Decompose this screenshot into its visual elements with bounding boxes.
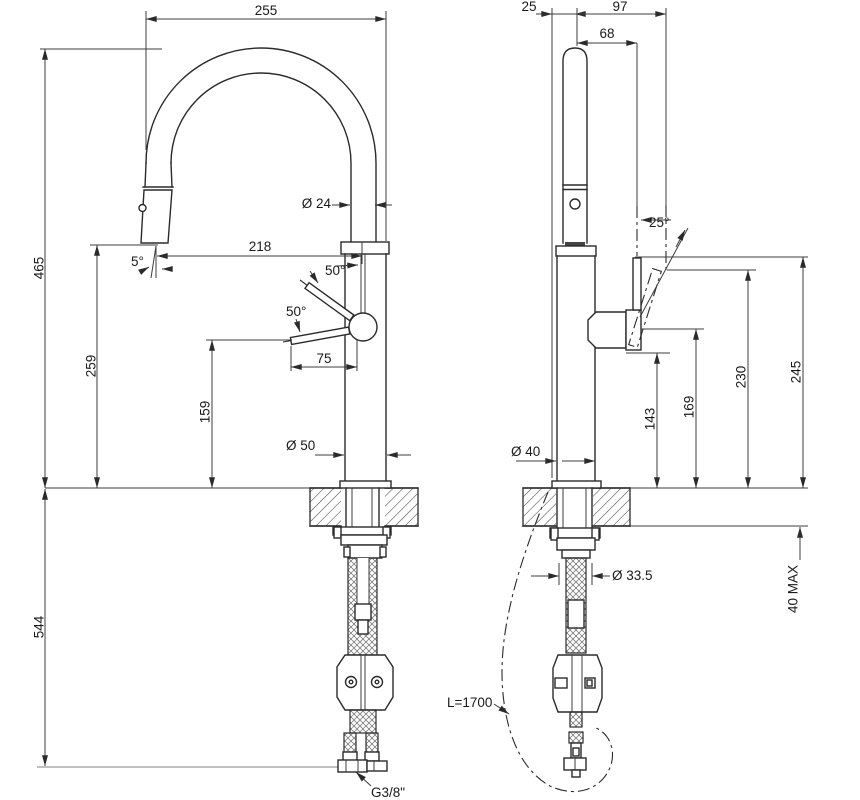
dim-body-diameter-side: Ø 40 xyxy=(511,444,595,464)
spout-outlet-height-label: 259 xyxy=(84,355,99,378)
spout-outline xyxy=(145,47,377,243)
lever-top-height-label: 245 xyxy=(789,361,804,384)
spray-head xyxy=(138,162,174,244)
lever-open-angle-label: 50° xyxy=(325,263,345,278)
spout-tube-diameter-label: Ø 24 xyxy=(302,196,332,211)
dim-lever-open-angle: 50° xyxy=(309,262,359,284)
dim-spout-tube-diameter: Ø 24 xyxy=(302,196,392,211)
dim-lever-tilted-top-height: 230 xyxy=(667,269,756,488)
side-counter xyxy=(522,487,808,527)
hose-weight-side xyxy=(552,654,603,713)
side-handle xyxy=(587,227,689,351)
mounting-hole-diameter-label: Ø 33.5 xyxy=(612,568,653,583)
dim-under-counter-depth: 544 xyxy=(32,489,340,768)
dim-lever-pivot-height: 169 xyxy=(641,328,704,488)
lever-positions xyxy=(282,279,378,346)
lever-length-label: 75 xyxy=(316,351,331,366)
lever-reach-label: 97 xyxy=(612,0,627,14)
dim-lever-down-height: 143 xyxy=(626,352,670,488)
dim-pullout-hose-length: L=1700 xyxy=(447,491,614,793)
body-diameter-front-label: Ø 50 xyxy=(286,438,315,453)
thread-size-label: G3/8" xyxy=(371,785,405,800)
faucet-body-front xyxy=(339,241,392,489)
faucet-body-side xyxy=(551,8,602,489)
aerator-angle-label: 5° xyxy=(131,254,144,269)
dim-height-above-counter: 465 xyxy=(32,48,162,488)
overall-width-label: 255 xyxy=(255,3,278,18)
side-spray-head xyxy=(562,47,588,246)
dim-aerator-angle: 5° xyxy=(131,245,173,279)
lever-tilted xyxy=(628,267,662,349)
lever-swing-angle-label: 50° xyxy=(286,304,306,319)
dim-thread-size: G3/8" xyxy=(355,771,405,800)
spout-reach-label: 218 xyxy=(249,239,272,254)
height-above-counter-label: 465 xyxy=(32,257,47,280)
dim-counter-thickness: 40 MAX xyxy=(786,527,803,613)
dim-mounting-hole-diameter: Ø 33.5 xyxy=(531,563,653,585)
pullout-hose-length-label: L=1700 xyxy=(447,695,492,710)
dim-spout-reach: 218 xyxy=(157,239,362,259)
under-counter-depth-label: 544 xyxy=(32,615,47,638)
front-view: 5° 50° 50° xyxy=(32,3,419,800)
lever-vertical xyxy=(632,257,642,311)
dim-spout-outlet-height: 259 xyxy=(84,244,158,488)
dim-lever-top-height: 245 xyxy=(635,256,808,488)
dim-lever-reach: 97 xyxy=(575,0,667,271)
lever-tilted-top-height-label: 230 xyxy=(734,366,749,389)
lever-down-height-label: 143 xyxy=(643,408,658,431)
dim-lever-offset: 68 xyxy=(577,26,638,256)
lever-tilt-angle-label: 25° xyxy=(649,215,669,230)
side-under-counter-parts xyxy=(549,487,603,778)
lever-pivot-height-label: 169 xyxy=(682,396,697,419)
spray-button-front xyxy=(569,198,581,210)
lever-ball xyxy=(348,312,378,342)
body-front-offset-label: 25 xyxy=(521,0,536,14)
lever-offset-label: 68 xyxy=(599,26,614,41)
dim-lever-tilt-angle: 25° xyxy=(641,215,686,248)
dim-body-front-offset: 25 xyxy=(521,0,589,17)
side-view: 25 97 68 25° 245 xyxy=(447,0,808,793)
counter-thickness-label: 40 MAX xyxy=(786,565,801,613)
dim-overall-width: 255 xyxy=(145,3,387,241)
front-counter xyxy=(45,487,419,527)
dim-body-diameter-front: Ø 50 xyxy=(286,438,411,458)
dim-lever-swing-angle: 50° xyxy=(286,304,306,333)
body-diameter-side-label: Ø 40 xyxy=(511,444,540,459)
front-under-counter-parts xyxy=(332,487,394,773)
dim-lever-length: 75 xyxy=(290,340,358,371)
spray-button xyxy=(138,203,147,213)
lever-tip-height-label: 159 xyxy=(198,401,213,424)
dim-lever-tip-height: 159 xyxy=(198,339,292,488)
